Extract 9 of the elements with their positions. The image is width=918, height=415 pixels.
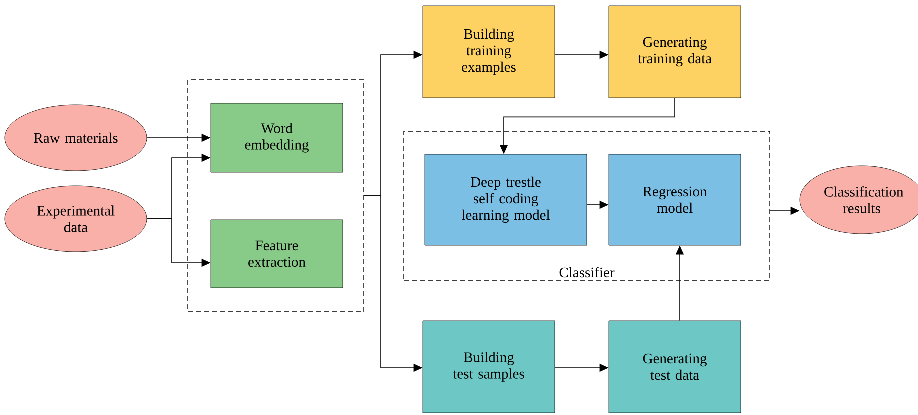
process-box: Building test samples [422, 320, 556, 414]
process-box: Feature extraction [210, 220, 344, 288]
process-box: Building training examples [422, 6, 556, 98]
process-box: Regression model [608, 154, 742, 246]
process-box: Generating test data [608, 320, 742, 414]
process-box: Generating training data [608, 6, 742, 98]
dashed-group-box [188, 80, 364, 312]
process-box: Word embedding [210, 103, 344, 173]
process-box: Deep trestle self coding learning model [424, 154, 588, 246]
